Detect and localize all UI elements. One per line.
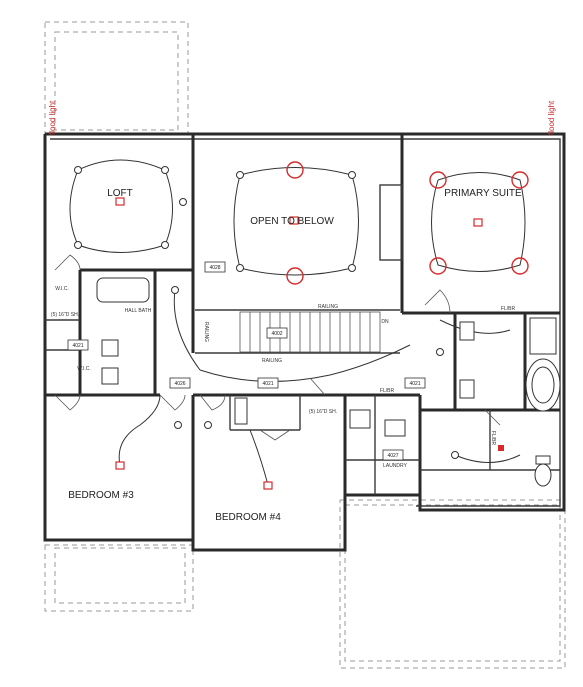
- svg-text:4021: 4021: [262, 381, 273, 387]
- svg-text:4026: 4026: [174, 381, 185, 387]
- tag-4027: 4027: [382, 449, 404, 461]
- ceiling-fixtures: [115, 197, 504, 490]
- room-label-loft: LOFT: [107, 188, 133, 199]
- shelf-label-2: (5) 16"D SH.: [309, 409, 337, 415]
- flbr-label-1: FL/BR: [380, 388, 395, 394]
- room-label-bedroom-4: BEDROOM #4: [215, 512, 281, 523]
- lower-level-outline: [44, 21, 566, 669]
- shelf-label-1: (5) 16"D SH.: [51, 312, 79, 318]
- room-label-hall-bath: HALL BATH: [125, 308, 152, 314]
- svg-text:4002: 4002: [271, 331, 282, 337]
- tag-4021-b: 4021: [257, 377, 279, 389]
- room-label-bedroom-3: BEDROOM #3: [68, 490, 134, 501]
- stair-down-label: DN: [381, 319, 389, 325]
- small-lights: [74, 166, 459, 459]
- door-swings: [54, 254, 501, 441]
- tag-4021-a: 4021: [67, 339, 89, 351]
- room-label-wic-1: W.I.C.: [55, 286, 69, 292]
- svg-text:4021: 4021: [409, 381, 420, 387]
- svg-text:4027: 4027: [387, 453, 398, 459]
- tag-4021-c: 4021: [404, 377, 426, 389]
- flood-light-label-right: flood light: [547, 100, 556, 135]
- bath-fixtures: [96, 277, 561, 487]
- staircase: [195, 309, 400, 354]
- railing-bottom-label: RAILING: [262, 358, 282, 364]
- window: [379, 184, 403, 261]
- room-label-laundry: LAUNDRY: [383, 463, 407, 469]
- room-label-primary-suite: PRIMARY SUITE: [444, 188, 522, 199]
- flood-light-label-left: flood light: [48, 100, 57, 135]
- railing-vertical-label: RAILING: [203, 322, 209, 342]
- railing-top-label: RAILING: [318, 304, 338, 310]
- room-label-open-to-below: OPEN TO BELOW: [250, 216, 334, 227]
- svg-text:4028: 4028: [209, 265, 220, 271]
- svg-text:4021: 4021: [72, 343, 83, 349]
- lighting-circuits: [69, 159, 526, 486]
- flbr-label-3: FL/BR: [490, 431, 496, 446]
- tag-4028: 4028: [204, 261, 226, 273]
- tag-4026: 4026: [169, 377, 191, 389]
- room-label-wic-2: W.I.C.: [77, 366, 91, 372]
- flbr-label-2: FL/BR: [501, 306, 516, 312]
- recessed-lights: [286, 161, 529, 285]
- tag-4002: 4002: [266, 327, 288, 339]
